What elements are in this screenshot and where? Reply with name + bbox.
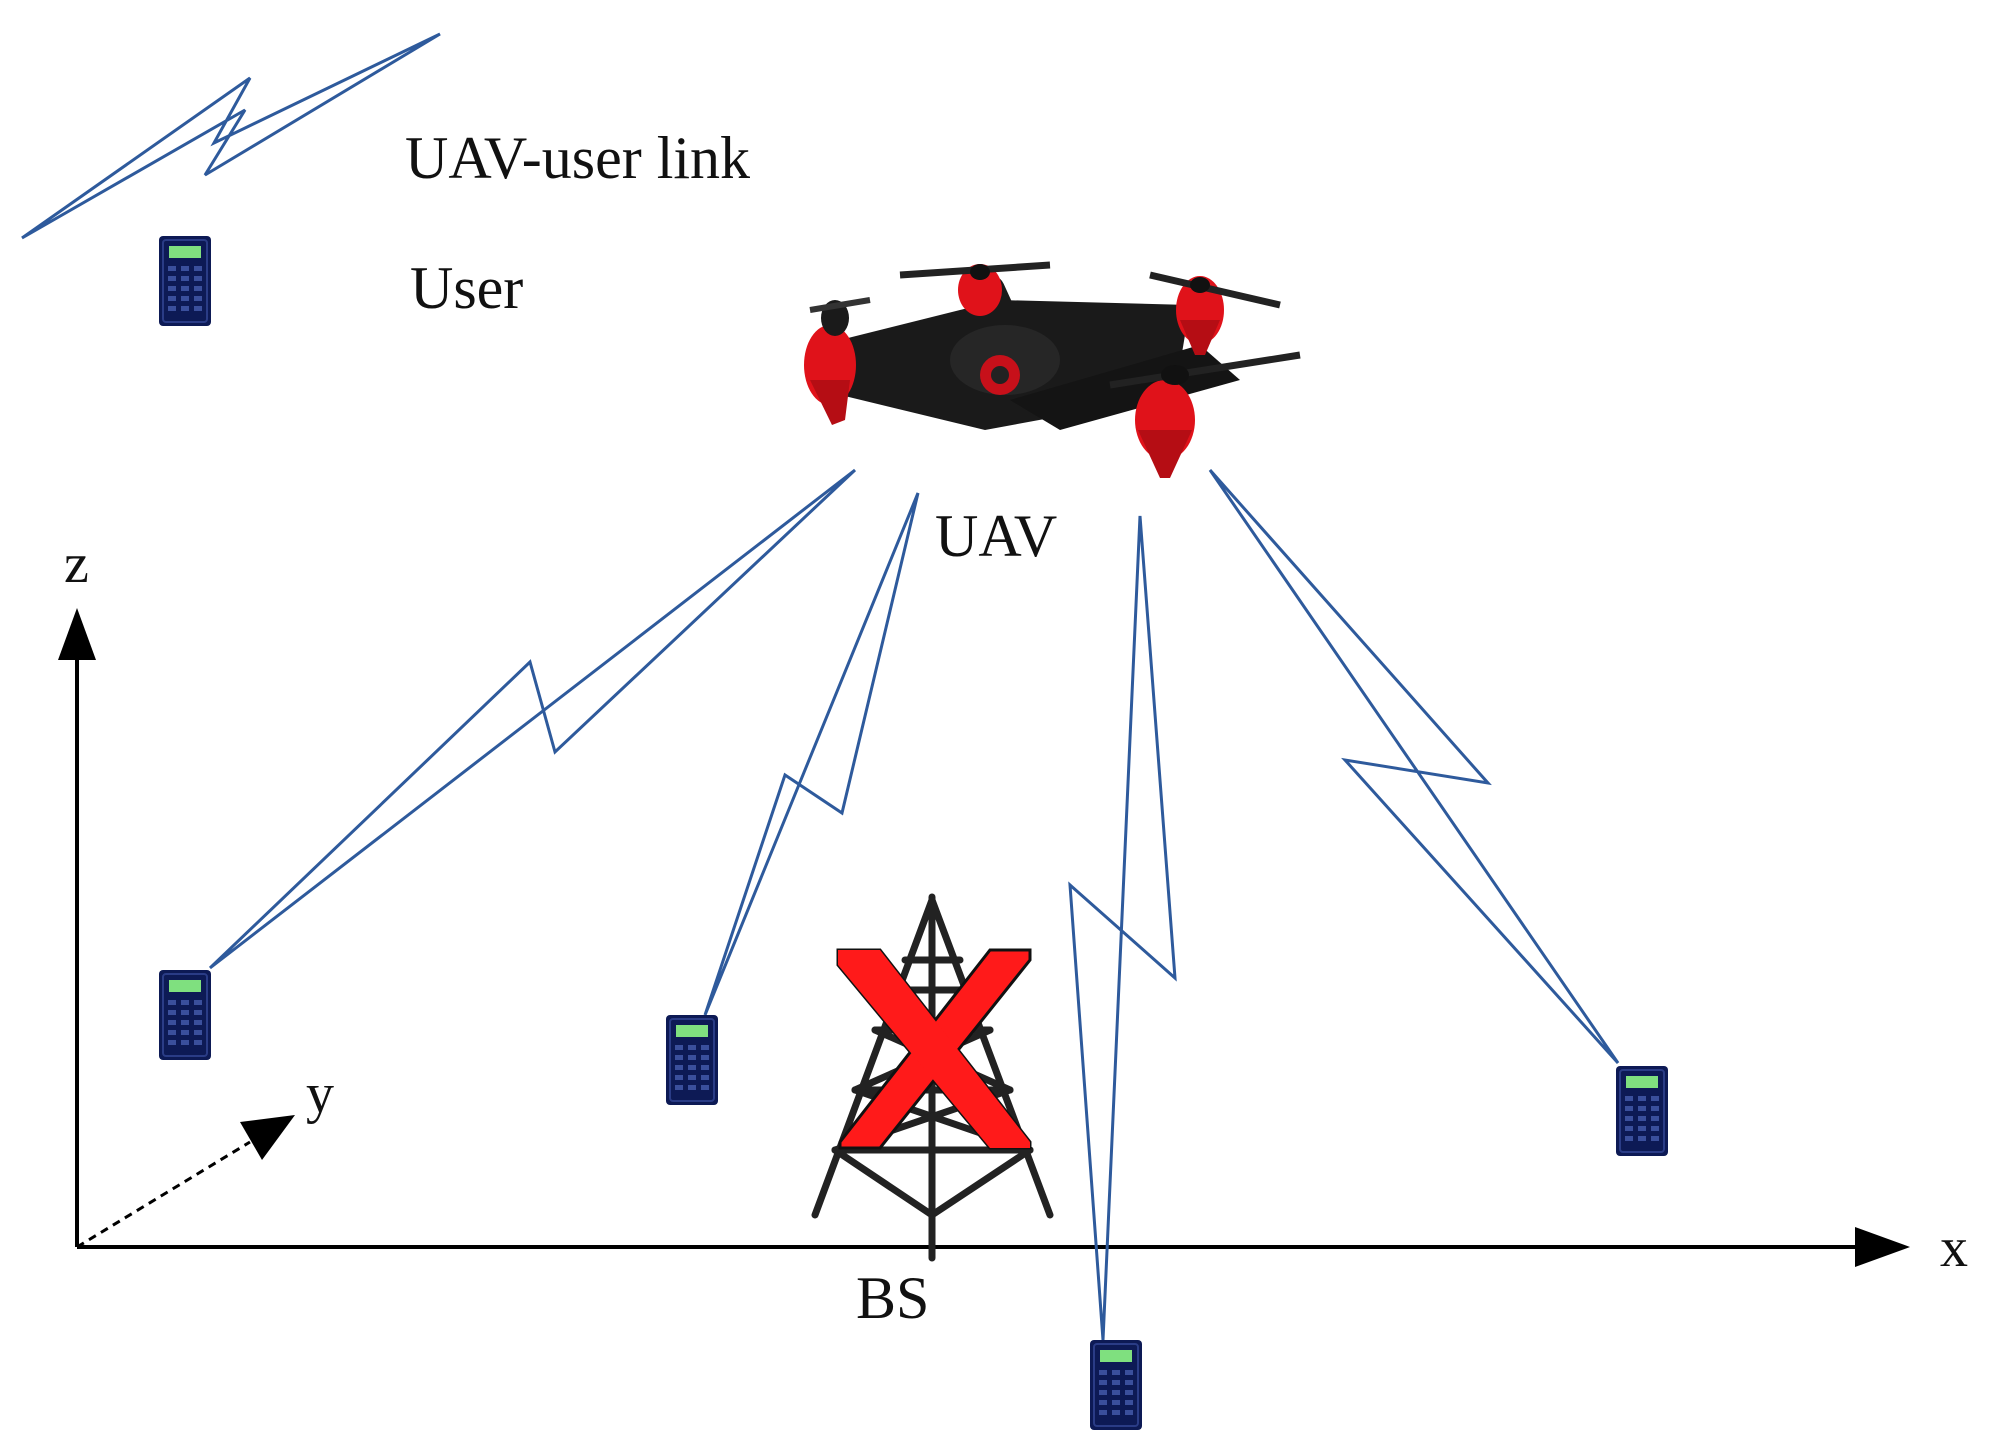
legend: UAV-user link User — [21, 32, 750, 327]
cross-mark-icon — [836, 948, 1032, 1150]
mobile-device-icon — [1089, 1339, 1143, 1431]
x-axis-arrow-icon — [1855, 1227, 1910, 1267]
legend-link-label: UAV-user link — [405, 125, 750, 191]
link-user-2 — [703, 492, 920, 1016]
z-axis-label: z — [64, 533, 89, 595]
quadcopter-drone-icon: UAV — [804, 261, 1301, 569]
x-axis-label: x — [1940, 1217, 1968, 1279]
link-user-3 — [1068, 515, 1177, 1341]
uav-user-links — [208, 468, 1620, 1341]
legend-device-icon — [158, 235, 212, 327]
link-user-1 — [208, 468, 857, 970]
legend-link-icon — [21, 32, 441, 240]
bs-label: BS — [856, 1265, 929, 1331]
z-axis-arrow-icon — [58, 608, 96, 660]
legend-user-label: User — [410, 255, 523, 321]
mobile-device-icon — [158, 969, 212, 1061]
uav-label: UAV — [935, 503, 1057, 569]
y-axis-label: y — [306, 1063, 334, 1125]
mobile-device-icon — [1615, 1065, 1669, 1157]
link-user-4 — [1208, 469, 1620, 1065]
coordinate-axes: z y x — [58, 533, 1968, 1279]
base-station: BS — [811, 893, 1054, 1331]
mobile-device-icon — [665, 1014, 719, 1106]
y-axis-arrow-icon — [240, 1115, 295, 1160]
y-axis — [76, 1140, 251, 1249]
